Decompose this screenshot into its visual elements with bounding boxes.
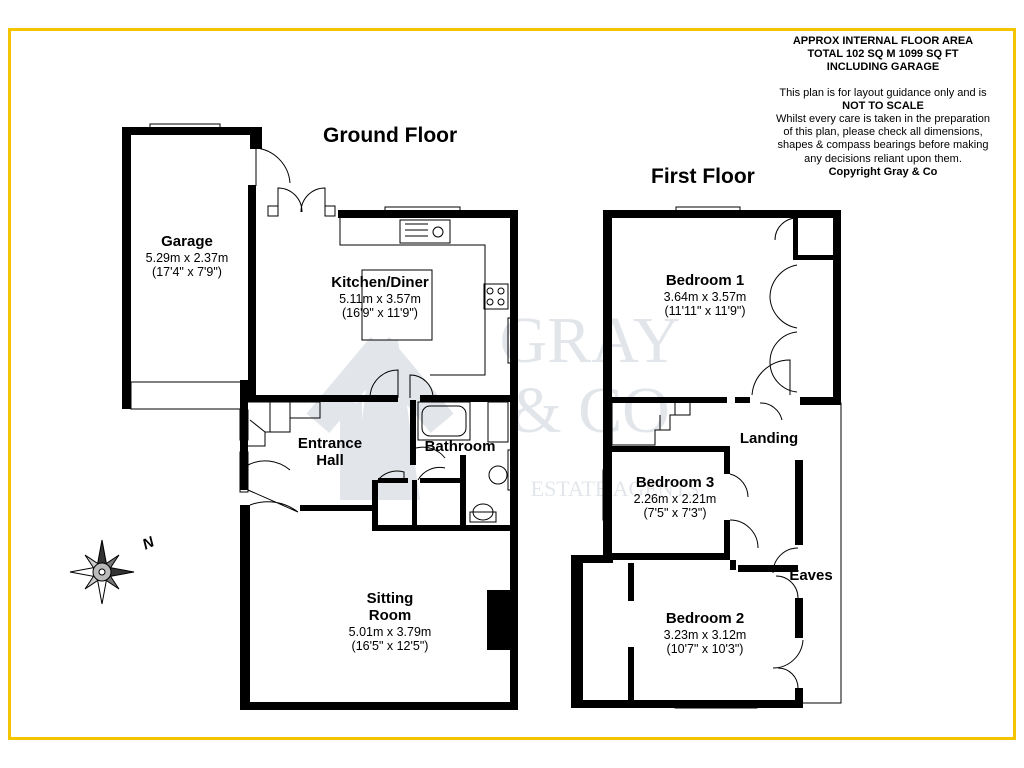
sitting-imperial: (16'5" x 12'5") (351, 638, 429, 653)
bedroom-1-imperial: (11'11" x 11'9") (664, 303, 746, 318)
garage-imperial: (17'4" x 7'9") (152, 264, 222, 279)
bedroom-2-imperial: (10'7" x 10'3") (666, 641, 744, 656)
bathroom-name: Bathroom (424, 438, 496, 455)
bedroom-1-metric: 3.64m x 3.57m (663, 289, 747, 304)
disclaimer-line-1: This plan is for layout guidance only an… (779, 86, 987, 99)
not-to-scale: NOT TO SCALE (842, 99, 924, 112)
sitting-metric: 5.01m x 3.79m (348, 624, 432, 639)
compass-rose-icon (69, 539, 135, 605)
bedroom-1-name: Bedroom 1 (665, 272, 745, 289)
ground-floor-title: Ground Floor (323, 124, 458, 147)
garage-metric: 5.29m x 2.37m (145, 250, 229, 265)
bedroom-1-label: Bedroom 1 3.64m x 3.57m (11'11" x 11'9") (625, 272, 785, 318)
kitchen-imperial: (16'9" x 11'9") (342, 305, 418, 320)
hall-name-2: Hall (316, 451, 344, 469)
hall-name-1: Entrance (297, 435, 363, 452)
ground-floor-fittings (130, 123, 517, 710)
bedroom-2-label: Bedroom 2 3.23m x 3.12m (10'7" x 10'3") (625, 610, 785, 656)
sitting-room-label: Sitting Room 5.01m x 3.79m (16'5" x 12'5… (310, 590, 470, 653)
kitchen-label: Kitchen/Diner 5.11m x 3.57m (16'9" x 11'… (300, 274, 460, 320)
sitting-name-2: Room (368, 606, 412, 624)
disclaimer-line-5: any decisions reliant upon them. (804, 152, 962, 165)
first-floor-fittings (602, 206, 842, 709)
bedroom-3-imperial: (7'5" x 7'3") (643, 505, 707, 520)
bathroom-label: Bathroom (414, 438, 506, 456)
page-frame (8, 28, 1016, 740)
bedroom-3-label: Bedroom 3 2.26m x 2.21m (7'5" x 7'3") (600, 474, 750, 520)
area-line-1: APPROX INTERNAL FLOOR AREA (792, 35, 974, 47)
disclaimer-line-4: shapes & compass bearings before making (777, 139, 989, 152)
ground-floor-plan (122, 127, 518, 710)
bedroom-3-name: Bedroom 3 (635, 474, 715, 491)
disclaimer-line-3: of this plan, please check all dimension… (783, 126, 983, 139)
landing-name: Landing (739, 430, 799, 447)
disclaimer-line-2: Whilst every care is taken in the prepar… (776, 112, 990, 125)
entrance-hall-label: Entrance Hall (285, 435, 375, 470)
bedroom-2-name: Bedroom 2 (665, 610, 745, 627)
windmill-watermark-icon (306, 337, 454, 500)
sitting-name-1: Sitting (366, 590, 414, 607)
floor-area-info: APPROX INTERNAL FLOOR AREA TOTAL 102 SQ … (752, 35, 1014, 179)
copyright: Copyright Gray & Co (828, 165, 938, 178)
bedroom-2-metric: 3.23m x 3.12m (663, 627, 747, 642)
garage-label: Garage 5.29m x 2.37m (17'4" x 7'9") (112, 233, 262, 279)
eaves-name: Eaves (789, 567, 833, 584)
kitchen-metric: 5.11m x 3.57m (339, 291, 421, 306)
eaves-label: Eaves (780, 567, 842, 585)
first-floor-plan (571, 210, 841, 708)
bedroom-3-metric: 2.26m x 2.21m (633, 491, 717, 506)
area-line-2: TOTAL 102 SQ M 1099 SQ FT (807, 48, 959, 61)
landing-label: Landing (730, 430, 808, 448)
garage-name: Garage (161, 233, 213, 250)
area-line-3: INCLUDING GARAGE (826, 61, 940, 74)
kitchen-name: Kitchen/Diner (331, 274, 429, 291)
first-floor-title: First Floor (651, 165, 755, 188)
